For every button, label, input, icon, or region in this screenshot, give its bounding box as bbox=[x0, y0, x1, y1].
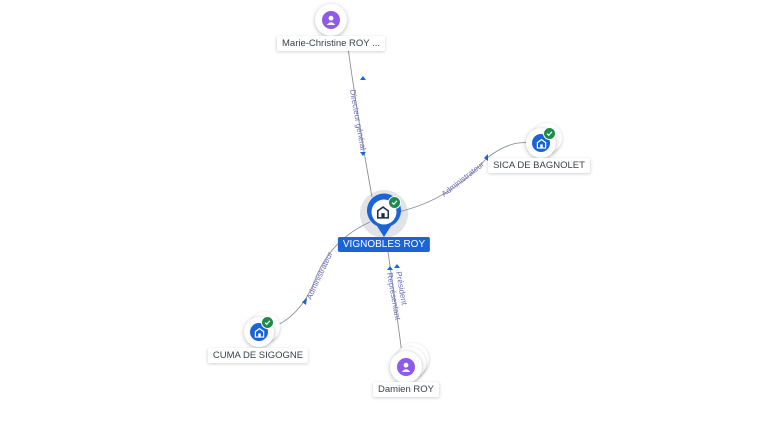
node-sica-label[interactable]: SICA DE BAGNOLET bbox=[488, 158, 590, 173]
node-center-label[interactable]: VIGNOBLES ROY bbox=[337, 237, 431, 252]
verified-check-icon bbox=[261, 316, 274, 329]
node-cuma-label[interactable]: CUMA DE SIGOGNE bbox=[207, 348, 309, 363]
verified-check-icon bbox=[543, 127, 556, 140]
edge-marie-arrow bbox=[360, 76, 366, 80]
edge-marie bbox=[347, 47, 373, 198]
edge-sica-arrow bbox=[484, 154, 488, 161]
edge-marie-arrow-2 bbox=[360, 152, 366, 156]
person-icon bbox=[322, 11, 340, 29]
node-damien-label[interactable]: Damien ROY bbox=[373, 382, 439, 397]
edge-damien-arrow bbox=[387, 266, 393, 270]
edge-label-cuma: Administrateur bbox=[305, 250, 335, 301]
company-building-icon bbox=[376, 204, 390, 220]
edge-label-sica: Administrateur bbox=[440, 160, 486, 199]
edge-damien-arrow-2 bbox=[394, 264, 400, 268]
node-marie-label[interactable]: Marie-Christine ROY ... bbox=[276, 36, 386, 51]
edge-sica bbox=[397, 142, 531, 213]
edge-cuma bbox=[269, 221, 371, 329]
edge-damien bbox=[387, 251, 403, 355]
edge-cuma-arrow bbox=[302, 298, 307, 305]
person-icon bbox=[397, 358, 415, 376]
verified-check-icon bbox=[388, 196, 401, 209]
edge-label-marie: Directeur général bbox=[348, 89, 368, 151]
